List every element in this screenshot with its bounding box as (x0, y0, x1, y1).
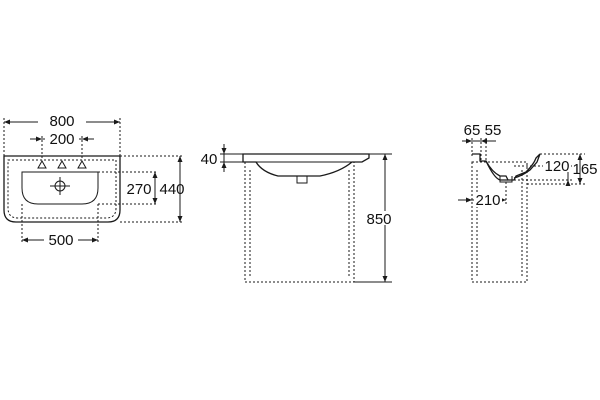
tap-holes (37, 159, 87, 169)
basin-outline (3, 155, 121, 223)
dim-tap-spacing: 200 (49, 131, 74, 148)
dim-rim-a: 65 (464, 122, 481, 139)
dim-overall-height: 850 (366, 211, 391, 228)
dim-drain-offset: 210 (475, 192, 500, 209)
section-cabinet-outline (471, 161, 528, 283)
basin-top (242, 153, 370, 177)
basin-section (472, 153, 541, 181)
dim-rim-b: 55 (485, 122, 502, 139)
bowl-outline (21, 171, 99, 205)
basin-inner-dashed (7, 159, 117, 219)
dim-bowl-width: 500 (48, 232, 73, 249)
dim-bowl-depth: 270 (126, 181, 151, 198)
plan-view: 800 200 500 270 440 (3, 113, 185, 249)
drain-stub (296, 176, 308, 184)
dim-total-height: 165 (572, 161, 597, 178)
dim-top-thickness: 40 (201, 151, 218, 168)
dim-drain-height: 120 (544, 158, 569, 175)
section-view: 65 55 120 165 210 (458, 122, 598, 283)
dim-overall-depth: 440 (159, 181, 184, 198)
dim-overall-width: 800 (49, 113, 74, 130)
elevation-view: 40 850 (201, 144, 394, 283)
cabinet-outline (244, 161, 355, 283)
